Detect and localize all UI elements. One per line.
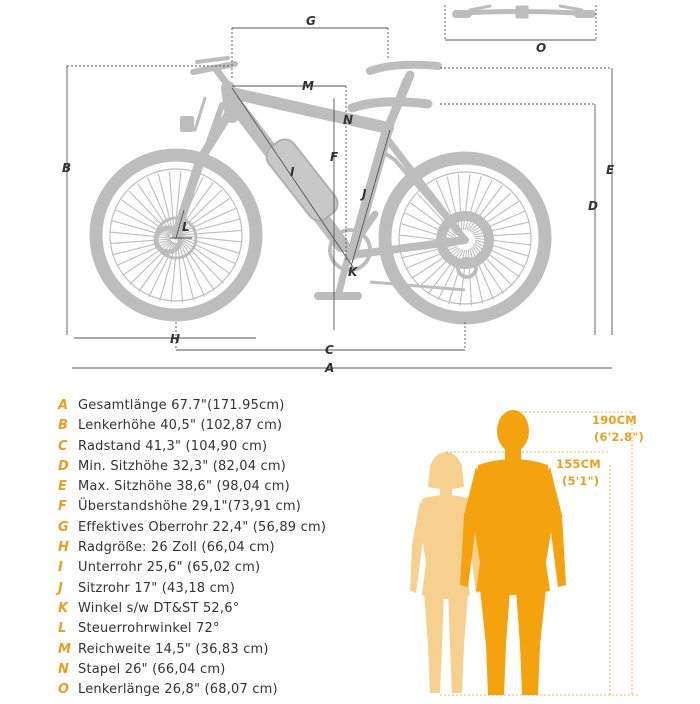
handlebar-top-view bbox=[452, 4, 596, 19]
short-height-ft: (5'1") bbox=[562, 474, 600, 488]
spec-text: Max. Sitzhöhe 38,6" (98,04 cm) bbox=[78, 479, 290, 495]
label-j: J bbox=[360, 187, 367, 201]
label-n: N bbox=[343, 113, 353, 127]
spec-key: J bbox=[58, 580, 64, 596]
label-o: O bbox=[536, 41, 546, 55]
spec-key: D bbox=[58, 458, 69, 474]
bike-geometry-diagram: G O M N F I J B E D L K H C A bbox=[62, 4, 615, 375]
spec-key: M bbox=[58, 641, 72, 657]
spec-row-j: J Sitzrohr 17" (43,18 cm) bbox=[58, 581, 388, 601]
spec-row-h: H Radgröße: 26 Zoll (66,04 cm) bbox=[58, 540, 388, 560]
spec-row-o: O Lenkerlänge 26,8" (68,07 cm) bbox=[58, 682, 388, 702]
spec-key: O bbox=[58, 682, 70, 698]
spec-text: Sitzrohr 17" (43,18 cm) bbox=[78, 580, 236, 596]
label-m: M bbox=[302, 79, 314, 93]
spec-text: Stapel 26" (66,04 cm) bbox=[78, 661, 226, 677]
spec-text: Reichweite 14,5" (36,83 cm) bbox=[78, 641, 269, 657]
spec-row-g: G Effektives Oberrohr 22,4" (56,89 cm) bbox=[58, 520, 388, 540]
spec-row-l: L Steuerrohrwinkel 72° bbox=[58, 621, 388, 641]
spec-row-d: D Min. Sitzhöhe 32,3" (82,04 cm) bbox=[58, 459, 388, 479]
label-l: L bbox=[182, 220, 190, 234]
spec-text: Überstandshöhe 29,1"(73,91 cm) bbox=[78, 499, 302, 515]
spec-key: A bbox=[58, 398, 69, 413]
spec-text: Lenkerlänge 26,8" (68,07 cm) bbox=[78, 682, 278, 698]
label-f: F bbox=[330, 150, 339, 164]
spec-row-n: N Stapel 26" (66,04 cm) bbox=[58, 662, 388, 682]
spec-key: H bbox=[58, 540, 70, 556]
bicycle-illustration bbox=[89, 56, 552, 325]
saddle bbox=[347, 60, 442, 133]
spec-key: F bbox=[58, 499, 68, 515]
spec-text: Min. Sitzhöhe 32,3" (82,04 cm) bbox=[78, 458, 287, 474]
spec-text: Lenkerhöhe 40,5" (102,87 cm) bbox=[78, 418, 283, 434]
spec-key: E bbox=[58, 479, 68, 495]
drivetrain bbox=[314, 210, 466, 300]
label-d: D bbox=[588, 199, 598, 213]
label-k: K bbox=[348, 265, 359, 279]
spec-list: A Gesamtlänge 67.7"(171.95cm) B Lenkerhöhe … bbox=[58, 398, 388, 702]
spec-row-f: F Überstandshöhe 29,1"(73,91 cm) bbox=[58, 499, 388, 519]
disc-brake bbox=[153, 225, 183, 255]
spec-key: G bbox=[58, 519, 69, 535]
spec-row-e: E Max. Sitzhöhe 38,6" (98,04 cm) bbox=[58, 479, 388, 499]
spec-text: Winkel s/w DT&ST 52,6° bbox=[78, 600, 240, 616]
handlebar bbox=[190, 56, 238, 132]
headlight bbox=[180, 116, 194, 132]
short-rider-silhouette bbox=[410, 452, 482, 693]
spec-key: C bbox=[58, 438, 68, 454]
label-c: C bbox=[325, 343, 334, 357]
label-i: I bbox=[290, 165, 295, 179]
spec-text: Steuerrohrwinkel 72° bbox=[78, 621, 220, 637]
height-guides bbox=[440, 411, 640, 696]
rear-wheel bbox=[378, 151, 552, 325]
spec-row-m: M Reichweite 14,5" (36,83 cm) bbox=[58, 642, 388, 662]
spec-text: Radgröße: 26 Zoll (66,04 cm) bbox=[78, 540, 275, 556]
spec-row-a: A Gesamtlänge 67.7"(171.95cm) bbox=[58, 398, 388, 418]
dimension-lines bbox=[66, 5, 613, 369]
label-g: G bbox=[306, 14, 316, 28]
spec-key: I bbox=[58, 560, 64, 576]
spec-key: B bbox=[58, 418, 69, 434]
spec-row-i: I Unterrohr 25,6" (65,02 cm) bbox=[58, 560, 388, 580]
battery bbox=[265, 138, 339, 222]
spec-text: Gesamtlänge 67.7"(171.95cm) bbox=[78, 398, 285, 413]
spec-row-c: C Radstand 41,3" (104,90 cm) bbox=[58, 439, 388, 459]
label-b: B bbox=[62, 161, 71, 175]
spec-row-k: K Winkel s/w DT&ST 52,6° bbox=[58, 601, 388, 621]
tall-height-ft: (6'2.8") bbox=[594, 430, 644, 444]
rider-height-comparison: 190CM (6'2.8") 155CM (5'1") bbox=[400, 395, 700, 700]
tall-rider-silhouette bbox=[460, 410, 566, 695]
label-h: H bbox=[170, 332, 180, 346]
spec-key: L bbox=[58, 621, 67, 637]
spec-text: Effektives Oberrohr 22,4" (56,89 cm) bbox=[78, 519, 327, 535]
spec-key: N bbox=[58, 661, 70, 677]
tall-height-cm: 190CM bbox=[592, 413, 637, 427]
spec-row-b: B Lenkerhöhe 40,5" (102,87 cm) bbox=[58, 418, 388, 438]
spec-text: Radstand 41,3" (104,90 cm) bbox=[78, 438, 268, 454]
spec-key: K bbox=[58, 600, 69, 616]
spec-text: Unterrohr 25,6" (65,02 cm) bbox=[78, 560, 261, 576]
label-a: A bbox=[324, 361, 334, 375]
short-height-cm: 155CM bbox=[556, 457, 601, 471]
label-e: E bbox=[606, 163, 615, 177]
